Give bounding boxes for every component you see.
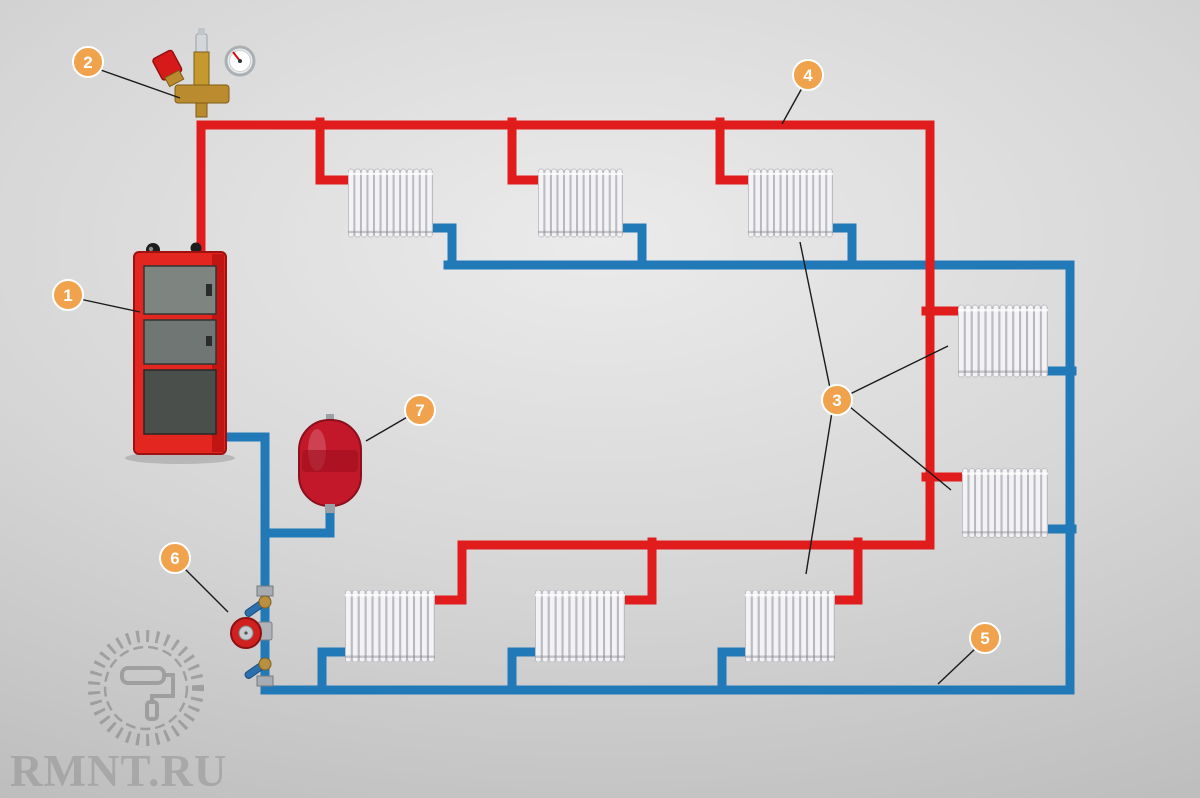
callout-4-badge: [792, 59, 824, 91]
callout-3-badge: [821, 384, 853, 416]
callout-6-number: 6: [170, 549, 179, 568]
callout-6-badge: [159, 542, 191, 574]
radiator-bottom-1: [345, 590, 435, 662]
return-stub-top-radiator-3: [825, 223, 857, 268]
supply-drop-bottom-radiator-3: [827, 537, 863, 605]
callout-4: 4: [792, 59, 824, 91]
boiler-upper-door: [143, 265, 217, 315]
supply-main-pipe: [196, 120, 935, 605]
callout-2-badge: [72, 46, 104, 78]
return-main-pipe: [217, 260, 1075, 695]
watermark-logo-ring: [103, 645, 189, 731]
callout-5-number: 5: [980, 629, 989, 648]
radiator-top-3: [748, 168, 833, 238]
callout-3-number: 3: [832, 391, 841, 410]
safety-valve-red-cap: [152, 49, 185, 88]
watermark: RMNT.RU: [10, 630, 227, 796]
air-vent-icon: [195, 33, 208, 54]
return-stub-bottom-radiator-3: [717, 647, 755, 693]
callout-1: 1: [52, 279, 84, 311]
leader-3b: [849, 345, 949, 395]
expansion-tank-pipe: [261, 499, 335, 538]
callout-1-badge: [52, 279, 84, 311]
leader-lines: [74, 67, 977, 685]
callout-badges: 1 2 3 4 5 6 7: [52, 46, 1001, 654]
callout-1-number: 1: [63, 286, 72, 305]
leader-7: [365, 415, 410, 442]
return-stub-top-radiator-2: [615, 223, 647, 268]
radiator-bottom-2: [535, 590, 625, 662]
callout-7-badge: [404, 394, 436, 426]
leader-5: [937, 647, 977, 685]
supply-drop-bottom-radiator-2: [617, 537, 657, 605]
return-stub-bottom-radiator-1: [317, 647, 355, 693]
safety-group: [152, 28, 256, 118]
leader-2: [94, 67, 181, 99]
callout-7: 7: [404, 394, 436, 426]
leader-1: [74, 297, 141, 313]
door-handle: [206, 336, 212, 346]
supply-pipes: [196, 117, 972, 605]
paint-roller-icon: [120, 666, 175, 721]
return-stub-bottom-radiator-2: [507, 647, 545, 693]
callout-5-badge: [969, 622, 1001, 654]
door-handle: [206, 284, 212, 296]
expansion-tank: [298, 414, 362, 513]
supply-drop-top-radiator-3: [715, 117, 758, 185]
callout-2: 2: [72, 46, 104, 78]
leader-3c: [849, 406, 952, 491]
valve-body: [174, 84, 230, 104]
leader-3a: [799, 241, 831, 389]
pipe-union: [256, 585, 274, 597]
watermark-text: RMNT.RU: [10, 746, 227, 796]
callout-3: 3: [821, 384, 853, 416]
callout-5: 5: [969, 622, 1001, 654]
supply-drop-top-radiator-2: [507, 117, 548, 185]
brass-riser: [193, 51, 210, 87]
leader-3d: [805, 411, 833, 575]
boiler: [125, 242, 235, 464]
radiator-top-2: [538, 168, 623, 238]
callout-6: 6: [159, 542, 191, 574]
return-stub-top-radiator-1: [425, 223, 457, 268]
radiator-bottom-3: [745, 590, 835, 662]
pipe-union: [256, 675, 274, 687]
boiler-lower-door: [143, 369, 217, 435]
watermark-logo-rays: [88, 630, 204, 746]
boiler-middle-door: [143, 319, 217, 365]
supply-drop-top-radiator-1: [315, 117, 358, 185]
radiator-top-1: [348, 168, 433, 238]
callout-2-number: 2: [83, 53, 92, 72]
callout-7-number: 7: [415, 401, 424, 420]
leader-6: [183, 567, 229, 613]
leader-4: [781, 87, 803, 125]
callout-4-number: 4: [803, 66, 813, 85]
boiler-cap-icon: [190, 242, 202, 254]
return-pipes: [217, 223, 1077, 695]
radiator-right-1: [958, 304, 1048, 378]
radiator-right-2: [962, 468, 1048, 538]
tank-label-band: [302, 450, 358, 472]
circulation-pump: [230, 585, 274, 687]
